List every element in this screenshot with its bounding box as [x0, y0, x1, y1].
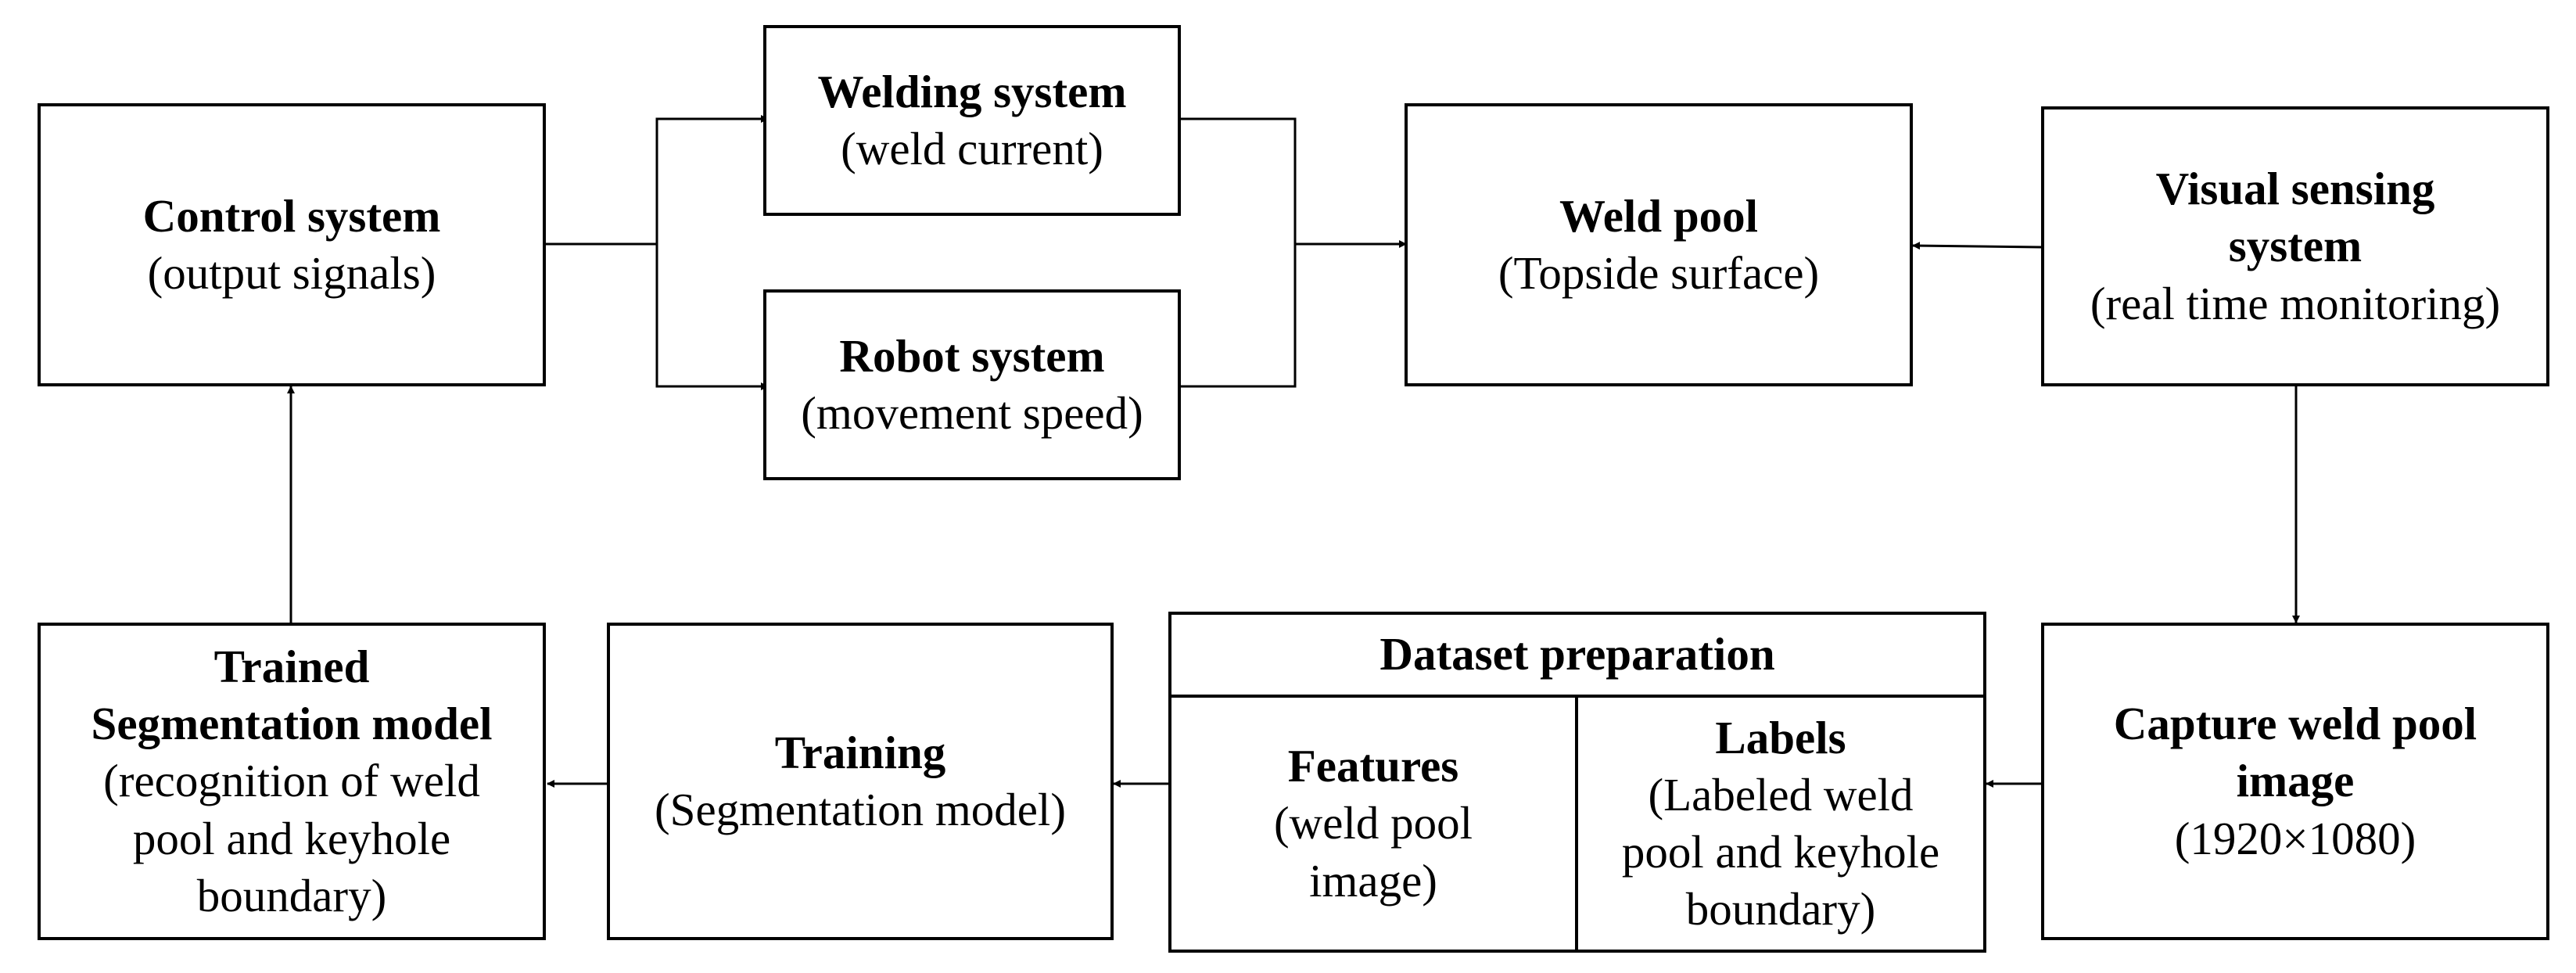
- features-subtitle-line2: image): [1309, 854, 1437, 907]
- robot-system-node: Robot system (movement speed): [763, 289, 1181, 480]
- visual-sensing-node: Visual sensing system (real time monitor…: [2041, 106, 2549, 386]
- robot-system-subtitle: (movement speed): [801, 387, 1143, 439]
- trained-model-subtitle-line1: (recognition of weld: [103, 755, 480, 807]
- trained-model-title-line2: Segmentation model: [91, 698, 493, 750]
- arrow-to-welding: [655, 115, 769, 244]
- training-subtitle: (Segmentation model): [655, 784, 1066, 835]
- welding-system-title: Welding system: [817, 65, 1127, 117]
- connector-welding-merge: [1181, 117, 1297, 244]
- dataset-preparation-title: Dataset preparation: [1379, 628, 1775, 680]
- trained-model-title-line1: Trained: [213, 641, 370, 693]
- trained-model-subtitle-line3: boundary): [196, 869, 387, 921]
- control-system-title: Control system: [142, 189, 441, 242]
- training-title: Training: [774, 726, 946, 778]
- labels-subtitle-line3: boundary): [1685, 883, 1876, 935]
- labels-subtitle-line2: pool and keyhole: [1621, 826, 1940, 878]
- visual-sensing-title-line1: Visual sensing: [2155, 163, 2435, 215]
- capture-image-title-line2: image: [2236, 755, 2355, 807]
- control-system-subtitle: (output signals): [147, 247, 436, 299]
- weld-pool-node: Weld pool (Topside surface): [1405, 103, 1913, 386]
- robot-system-title: Robot system: [839, 329, 1105, 382]
- capture-image-node: Capture weld pool image (1920×1080): [2041, 623, 2549, 940]
- visual-sensing-title-line2: system: [2228, 220, 2363, 272]
- labels-cell: Labels (Labeled weld pool and keyhole bo…: [1578, 698, 1983, 950]
- visual-sensing-subtitle: (real time monitoring): [2090, 277, 2501, 329]
- dataset-preparation-node: Dataset preparation Features (weld pool …: [1168, 612, 1986, 953]
- welding-system-node: Welding system (weld current): [763, 25, 1181, 216]
- welding-system-subtitle: (weld current): [841, 123, 1103, 174]
- labels-title: Labels: [1715, 711, 1846, 763]
- training-node: Training (Segmentation model): [607, 623, 1114, 940]
- features-title: Features: [1287, 740, 1459, 792]
- weld-pool-subtitle: (Topside surface): [1498, 247, 1820, 299]
- capture-image-subtitle: (1920×1080): [2174, 812, 2416, 864]
- trained-model-node: Trained Segmentation model (recognition …: [38, 623, 546, 940]
- arrow-visual-to-weld-pool: [1912, 242, 2042, 250]
- connector-robot-merge: [1181, 244, 1297, 388]
- capture-image-title-line1: Capture weld pool: [2113, 698, 2477, 750]
- dataset-preparation-header: Dataset preparation: [1171, 615, 1983, 698]
- features-cell: Features (weld pool image): [1171, 698, 1578, 950]
- weld-pool-title: Weld pool: [1559, 189, 1759, 242]
- control-system-node: Control system (output signals): [38, 103, 546, 386]
- trained-model-subtitle-line2: pool and keyhole: [132, 812, 451, 864]
- labels-subtitle-line1: (Labeled weld: [1648, 768, 1914, 820]
- arrow-to-robot: [655, 244, 769, 390]
- features-subtitle-line1: (weld pool: [1274, 797, 1473, 849]
